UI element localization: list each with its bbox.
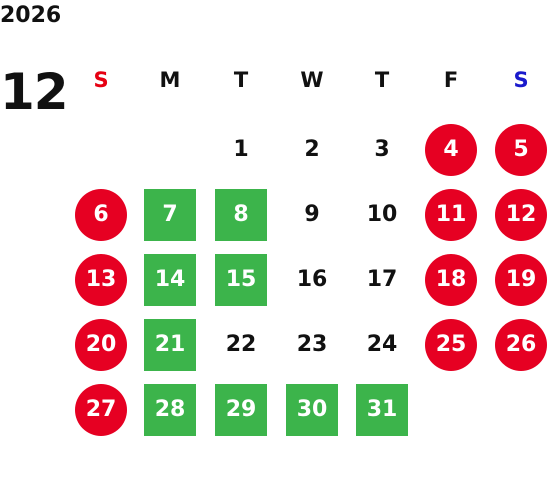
day-cell-3: 3	[374, 137, 390, 162]
holiday-day-cell-5: 5	[495, 124, 547, 176]
holiday-day-cell-4: 4	[425, 124, 477, 176]
day-cell-9: 9	[304, 202, 320, 227]
holiday-day-cell-20: 20	[75, 319, 127, 371]
weekday-header-wednesday: W	[300, 68, 324, 92]
day-cell-17: 17	[366, 267, 398, 292]
closed-day-cell-7: 7	[144, 189, 196, 241]
day-cell-2: 2	[304, 137, 320, 162]
day-cell-10: 10	[366, 202, 398, 227]
holiday-day-cell-19: 19	[495, 254, 547, 306]
day-cell-16: 16	[296, 267, 328, 292]
weekday-header-sunday: S	[93, 68, 109, 92]
holiday-day-cell-18: 18	[425, 254, 477, 306]
closed-day-cell-14: 14	[144, 254, 196, 306]
closed-day-cell-28: 28	[144, 384, 196, 436]
holiday-day-cell-11: 11	[425, 189, 477, 241]
closed-day-cell-8: 8	[215, 189, 267, 241]
holiday-day-cell-25: 25	[425, 319, 477, 371]
day-cell-24: 24	[366, 332, 398, 357]
year-label: 2026	[0, 3, 62, 28]
month-number: 12	[0, 63, 69, 121]
weekday-header-saturday: S	[513, 68, 529, 92]
day-cell-23: 23	[296, 332, 328, 357]
holiday-day-cell-26: 26	[495, 319, 547, 371]
holiday-day-cell-12: 12	[495, 189, 547, 241]
closed-day-cell-31: 31	[356, 384, 408, 436]
day-cell-22: 22	[225, 332, 257, 357]
holiday-day-cell-27: 27	[75, 384, 127, 436]
closed-day-cell-29: 29	[215, 384, 267, 436]
day-cell-1: 1	[233, 137, 249, 162]
weekday-header-tuesday: T	[233, 68, 249, 92]
closed-day-cell-21: 21	[144, 319, 196, 371]
weekday-header-friday: F	[443, 68, 459, 92]
holiday-day-cell-13: 13	[75, 254, 127, 306]
weekday-header-monday: M	[159, 68, 181, 92]
closed-day-cell-15: 15	[215, 254, 267, 306]
weekday-header-row: S M T W T F S	[0, 62, 548, 98]
holiday-day-cell-6: 6	[75, 189, 127, 241]
closed-day-cell-30: 30	[286, 384, 338, 436]
weekday-header-thursday: T	[374, 68, 390, 92]
